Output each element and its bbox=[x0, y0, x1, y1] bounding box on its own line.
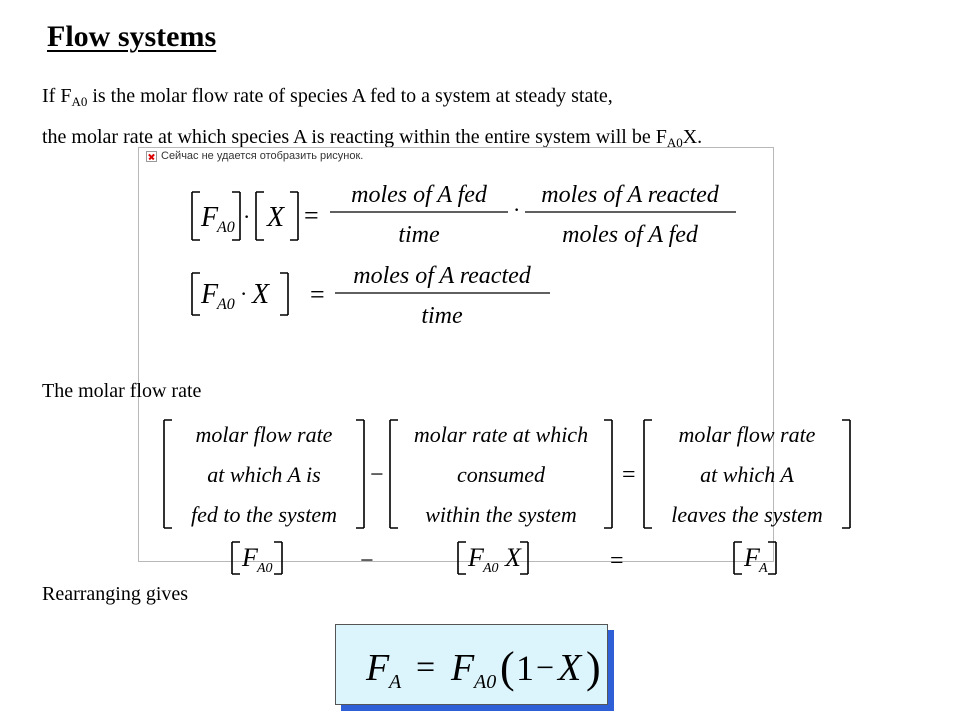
svg-text:A: A bbox=[758, 561, 768, 576]
section-rearranging: Rearranging gives bbox=[42, 583, 189, 605]
m3-row2: at which A bbox=[700, 462, 794, 487]
svg-text:1: 1 bbox=[516, 648, 534, 688]
result-equation: F A = F A0 ( 1 − X ) bbox=[365, 643, 601, 693]
svg-text:=: = bbox=[610, 548, 624, 574]
svg-text:·: · bbox=[513, 197, 520, 222]
svg-text:A: A bbox=[387, 671, 402, 693]
equation-2: F A0 · X = moles of A reacted time bbox=[191, 263, 550, 329]
svg-text:F: F bbox=[241, 543, 259, 572]
svg-text:X: X bbox=[556, 647, 583, 689]
m2-row3: within the system bbox=[425, 502, 577, 527]
svg-text:=: = bbox=[416, 649, 435, 686]
svg-text:=: = bbox=[622, 462, 636, 488]
intro-line-1-sub: A0 bbox=[71, 94, 88, 109]
svg-text:X: X bbox=[251, 279, 270, 310]
intro-line-1-pre: If F bbox=[42, 85, 72, 107]
m1-row1: molar flow rate bbox=[196, 422, 333, 447]
svg-text:A0: A0 bbox=[216, 296, 235, 313]
svg-text:X: X bbox=[266, 202, 285, 233]
intro-line-2: the molar rate at which species A is rea… bbox=[42, 126, 702, 149]
broken-image-message: Сейчас не удается отобразить рисунок. bbox=[161, 150, 364, 162]
svg-text:F: F bbox=[200, 202, 219, 233]
m1-row2: at which A is bbox=[207, 462, 320, 487]
svg-text:−: − bbox=[360, 548, 374, 574]
m2-row1: molar rate at which bbox=[414, 422, 588, 447]
intro-line-2-sub: A0 bbox=[666, 135, 683, 150]
section-molar-flow-rate: The molar flow rate bbox=[42, 380, 202, 402]
svg-text:F: F bbox=[743, 543, 761, 572]
svg-text:F: F bbox=[365, 647, 390, 689]
eq2-numerator: moles of A reacted bbox=[353, 263, 532, 289]
m3-row1: molar flow rate bbox=[679, 422, 816, 447]
svg-text:−: − bbox=[536, 649, 554, 685]
eq1-frac2-denominator: moles of A fed bbox=[562, 222, 699, 248]
intro-line-2-pre: the molar rate at which species A is rea… bbox=[42, 126, 667, 148]
eq1-frac2-numerator: moles of A reacted bbox=[541, 182, 720, 208]
svg-text:A0: A0 bbox=[256, 561, 273, 576]
svg-text:A0: A0 bbox=[216, 219, 235, 236]
m3-row3: leaves the system bbox=[671, 502, 823, 527]
svg-text:A0: A0 bbox=[472, 671, 496, 693]
balance-equation: molar flow rate at which A is fed to the… bbox=[163, 419, 851, 576]
equation-1: F A0 · X = moles of A fed time · moles o… bbox=[191, 182, 736, 248]
svg-text:F: F bbox=[200, 279, 219, 310]
intro-line-2-post: X. bbox=[682, 126, 703, 148]
svg-text:−: − bbox=[370, 462, 384, 488]
eq1-frac1-denominator: time bbox=[398, 222, 440, 248]
svg-text:=: = bbox=[304, 201, 319, 230]
eq1-frac1-numerator: moles of A fed bbox=[351, 182, 488, 208]
m2-row2: consumed bbox=[457, 462, 546, 487]
svg-text:X: X bbox=[504, 543, 522, 572]
svg-text:·: · bbox=[240, 281, 247, 306]
svg-text:F: F bbox=[450, 647, 475, 689]
svg-text:): ) bbox=[586, 643, 601, 692]
broken-image-frame bbox=[138, 147, 774, 562]
intro-line-1: If FA0 is the molar flow rate of species… bbox=[42, 85, 613, 108]
svg-text:(: ( bbox=[500, 643, 515, 692]
svg-text:·: · bbox=[243, 204, 250, 229]
svg-text:F: F bbox=[467, 543, 485, 572]
intro-line-1-post: is the molar flow rate of species A fed … bbox=[87, 85, 613, 107]
broken-image-icon bbox=[146, 150, 157, 162]
m1-row3: fed to the system bbox=[191, 502, 337, 527]
result-equation-box: F A = F A0 ( 1 − X ) bbox=[335, 624, 608, 705]
svg-text:A0: A0 bbox=[482, 561, 499, 576]
broken-image-notice: Сейчас не удается отобразить рисунок. bbox=[146, 150, 363, 162]
svg-text:=: = bbox=[310, 280, 325, 309]
slide-title: Flow systems bbox=[47, 20, 217, 53]
eq2-denominator: time bbox=[421, 303, 463, 329]
